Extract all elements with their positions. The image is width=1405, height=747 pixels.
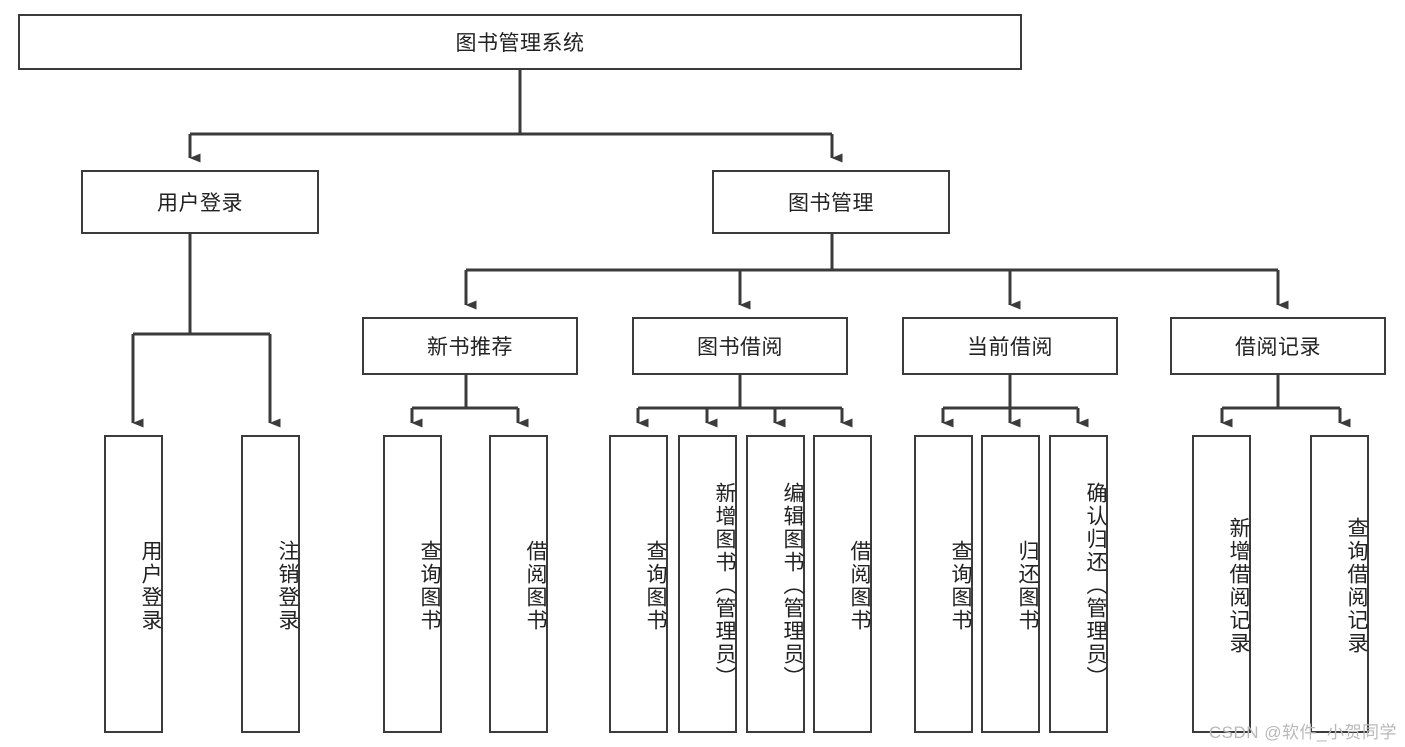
leaf-borrow-book-newbook[interactable]: 借阅图书 (489, 435, 548, 733)
leaf-borrow-book-newbook-label: 借阅图书 (524, 540, 547, 632)
leaf-logout[interactable]: 注销登录 (241, 435, 300, 733)
leaf-edit-book-admin-label: 编辑图书（管理员） (781, 482, 804, 689)
leaf-query-book-newbook-label: 查询图书 (418, 540, 441, 632)
leaf-query-book-borrow[interactable]: 查询图书 (609, 435, 668, 733)
leaf-user-login[interactable]: 用户登录 (104, 435, 163, 733)
node-current-borrow-label: 当前借阅 (967, 336, 1053, 359)
leaf-user-login-label: 用户登录 (139, 540, 162, 632)
leaf-query-borrow-record[interactable]: 查询借阅记录 (1310, 435, 1369, 733)
leaf-query-book-current-label: 查询图书 (949, 540, 972, 632)
leaf-borrow-book-borrow[interactable]: 借阅图书 (813, 435, 872, 733)
leaf-add-borrow-record[interactable]: 新增借阅记录 (1192, 435, 1251, 733)
node-book-borrow-label: 图书借阅 (697, 336, 783, 359)
leaf-logout-label: 注销登录 (276, 540, 299, 632)
leaf-confirm-return-admin-label: 确认归还（管理员） (1084, 482, 1107, 689)
node-book-management-label: 图书管理 (788, 192, 874, 215)
node-root-label: 图书管理系统 (455, 32, 585, 55)
leaf-query-book-newbook[interactable]: 查询图书 (383, 435, 442, 733)
leaf-add-borrow-record-label: 新增借阅记录 (1227, 517, 1250, 655)
node-user-login[interactable]: 用户登录 (81, 170, 319, 234)
leaf-query-book-borrow-label: 查询图书 (644, 540, 667, 632)
node-user-login-label: 用户登录 (157, 192, 243, 215)
leaf-return-book-label: 归还图书 (1016, 540, 1039, 632)
leaf-add-book-admin-label: 新增图书（管理员） (713, 482, 736, 689)
node-borrow-record-label: 借阅记录 (1235, 336, 1321, 359)
leaf-borrow-book-borrow-label: 借阅图书 (848, 540, 871, 632)
node-new-book-recommend[interactable]: 新书推荐 (362, 317, 578, 375)
leaf-query-borrow-record-label: 查询借阅记录 (1345, 517, 1368, 655)
leaf-edit-book-admin[interactable]: 编辑图书（管理员） (746, 435, 805, 733)
node-current-borrow[interactable]: 当前借阅 (902, 317, 1118, 375)
leaf-return-book[interactable]: 归还图书 (981, 435, 1040, 733)
leaf-confirm-return-admin[interactable]: 确认归还（管理员） (1049, 435, 1108, 733)
node-borrow-record[interactable]: 借阅记录 (1170, 317, 1386, 375)
leaf-add-book-admin[interactable]: 新增图书（管理员） (678, 435, 737, 733)
node-book-borrow[interactable]: 图书借阅 (632, 317, 848, 375)
node-root[interactable]: 图书管理系统 (18, 14, 1022, 70)
node-book-management[interactable]: 图书管理 (712, 170, 950, 234)
node-new-book-recommend-label: 新书推荐 (427, 336, 513, 359)
leaf-query-book-current[interactable]: 查询图书 (914, 435, 973, 733)
